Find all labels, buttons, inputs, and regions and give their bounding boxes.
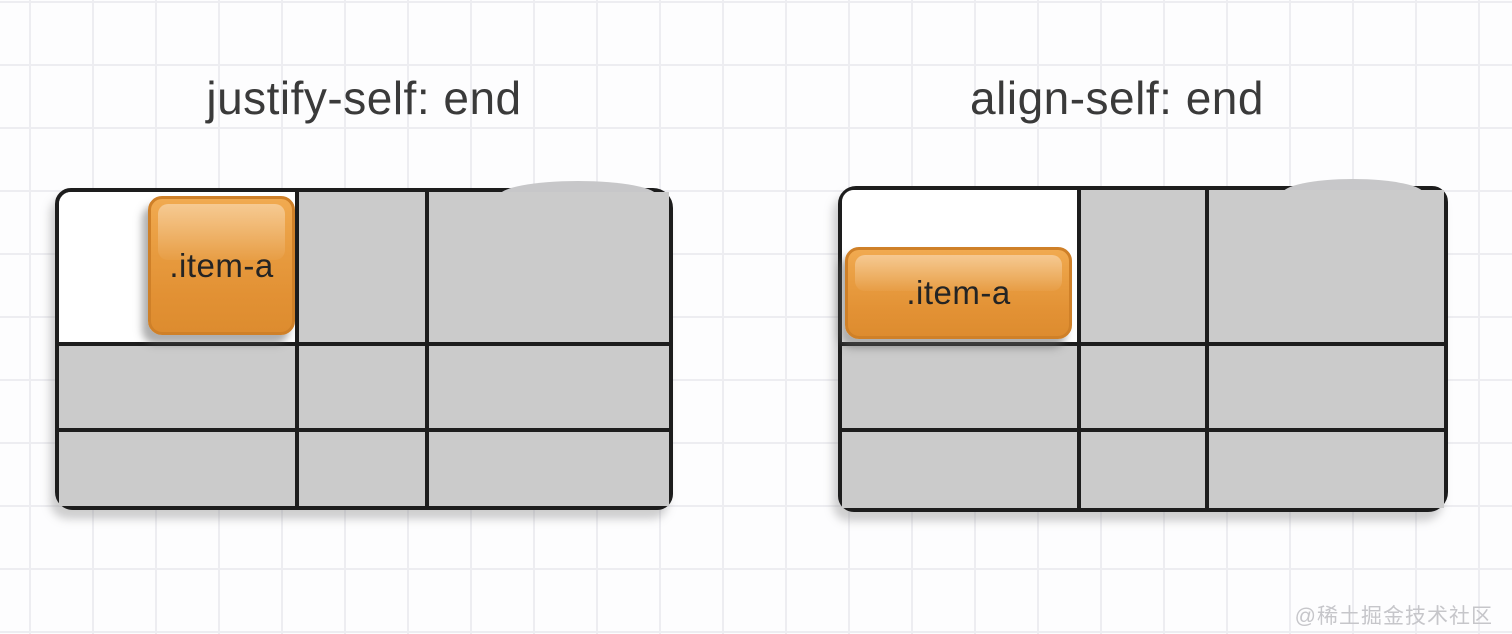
grid-cell-r1c3 xyxy=(429,192,669,346)
grid-cell-r3c3 xyxy=(1209,432,1444,508)
grid-diagram-justify-self: .item-a xyxy=(55,181,673,510)
grid-cell-r2c2 xyxy=(299,346,429,432)
grid-item-label: .item-a xyxy=(169,246,274,284)
grid-item-label: .item-a xyxy=(906,274,1011,311)
grid-cell-r1c1: .item-a xyxy=(59,192,299,346)
watermark-text: @稀土掘金技术社区 xyxy=(1294,605,1493,628)
grid-cell-r3c3 xyxy=(429,432,669,506)
grid-item-a-justify-end: .item-a xyxy=(148,196,295,335)
grid-cell-r3c1 xyxy=(59,432,299,506)
figure-title-align-self: align-self: end xyxy=(970,72,1264,124)
grid-cell-r3c2 xyxy=(299,432,429,506)
grid-diagram-align-self: .item-a xyxy=(838,179,1448,512)
figure-title-justify-self: justify-self: end xyxy=(206,72,522,124)
grid-cells: .item-a xyxy=(59,192,669,506)
grid-cell-r2c1 xyxy=(842,346,1081,432)
grid-cell-r1c3 xyxy=(1209,190,1444,346)
grid-cell-r1c2 xyxy=(299,192,429,346)
grid-cell-r2c2 xyxy=(1081,346,1209,432)
grid-cell-r2c3 xyxy=(429,346,669,432)
grid-item-a-align-end: .item-a xyxy=(845,247,1072,339)
grid-cell-r2c3 xyxy=(1209,346,1444,432)
grid-cell-r2c1 xyxy=(59,346,299,432)
grid-cell-r1c2 xyxy=(1081,190,1209,346)
grid-cell-r3c1 xyxy=(842,432,1081,508)
grid-cells: .item-a xyxy=(842,190,1444,508)
grid-cell-r1c1: .item-a xyxy=(842,190,1081,346)
grid-cell-r3c2 xyxy=(1081,432,1209,508)
